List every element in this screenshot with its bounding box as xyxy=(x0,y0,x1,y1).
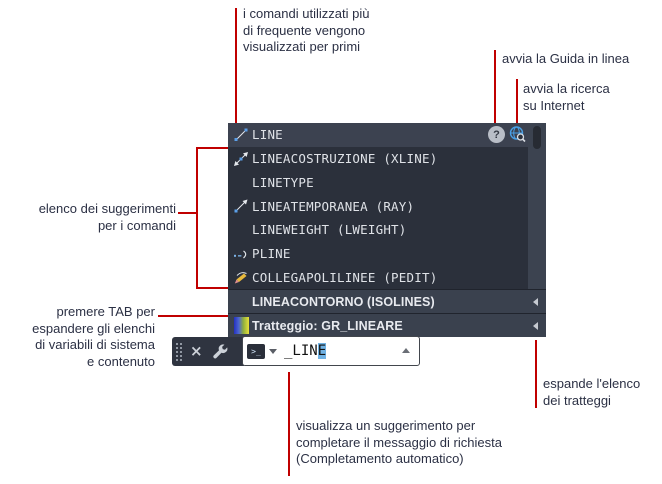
suggestion-label: PLINE xyxy=(252,246,291,262)
help-icon[interactable]: ? xyxy=(488,126,505,143)
polyline-icon xyxy=(231,246,251,262)
suggestion-label: LINETYPE xyxy=(252,174,314,190)
expandable-row-hatch[interactable]: Tratteggio: GR_LINEARE xyxy=(228,313,546,337)
internet-search-icon[interactable] xyxy=(508,125,527,144)
expandable-row-isolines[interactable]: LINEACONTORNO (ISOLINES) xyxy=(228,289,546,314)
command-line-toolbar: × xyxy=(172,337,244,366)
connector-bracket-vertical xyxy=(196,147,198,289)
connector-bracket-tick xyxy=(178,212,198,214)
suggestion-label: LINE xyxy=(252,127,283,143)
annotation-suggestion-list: elenco dei suggerimenti per i comandi xyxy=(38,201,176,233)
annotation-internet-search: avvia la ricerca su Internet xyxy=(523,81,610,113)
annotation-frequent-commands: i comandi utilizzati più di frequente ve… xyxy=(243,6,370,54)
suggestion-label: LINEWEIGHT (LWEIGHT) xyxy=(252,222,407,238)
wrench-icon[interactable] xyxy=(212,343,229,360)
suggestion-label: LINEATEMPORANEA (RAY) xyxy=(252,198,415,214)
recent-commands-caret-icon[interactable] xyxy=(269,348,277,354)
drag-grip-handle[interactable] xyxy=(175,341,182,362)
connector-bracket-bottom xyxy=(196,287,228,289)
typed-text: _LIN xyxy=(284,343,318,359)
connector-autocomplete xyxy=(288,372,290,476)
construction-line-icon xyxy=(231,151,251,167)
suggestion-row-lineweight[interactable]: LINEWEIGHT (LWEIGHT) xyxy=(228,218,546,242)
annotation-press-tab: premere TAB per espandere gli elenchi di… xyxy=(32,304,155,369)
scrollbar-track[interactable] xyxy=(528,123,546,289)
connector-frequent-commands xyxy=(235,8,237,123)
autocomplete-suggestion-panel: LINE ? LINEACO xyxy=(228,123,546,337)
suggestion-label: LINEACOSTRUZIONE (XLINE) xyxy=(252,151,438,167)
connector-bracket-top xyxy=(196,147,228,149)
hatch-swatch-icon xyxy=(231,317,251,334)
ray-icon xyxy=(231,198,251,214)
suggestion-label: COLLEGAPOLILINEE (PEDIT) xyxy=(252,269,438,285)
suggestion-row-line[interactable]: LINE ? xyxy=(228,123,546,147)
expand-left-arrow-icon[interactable] xyxy=(533,321,538,330)
scrollbar-thumb[interactable] xyxy=(533,126,541,149)
suggestion-row-pedit[interactable]: COLLEGAPOLILINEE (PEDIT) xyxy=(228,266,546,290)
polyline-edit-icon xyxy=(231,269,251,285)
command-prompt-icon[interactable]: >_ xyxy=(247,343,265,359)
connector-expand-hatch xyxy=(535,340,537,408)
annotation-expand-hatch: espande l'elenco dei tratteggi xyxy=(543,376,641,408)
annotation-autocomplete: visualizza un suggerimento per completar… xyxy=(296,418,502,466)
connector-press-tab xyxy=(158,315,228,317)
suggestion-row-ray[interactable]: LINEATEMPORANEA (RAY) xyxy=(228,194,546,218)
suggestion-row-pline[interactable]: PLINE xyxy=(228,242,546,266)
suggestion-row-linetype[interactable]: LINETYPE xyxy=(228,171,546,195)
autocomplete-suggested-char: E xyxy=(317,343,327,359)
connector-online-help xyxy=(494,50,496,123)
close-icon[interactable]: × xyxy=(190,342,203,360)
suggestion-row-xline[interactable]: LINEACOSTRUZIONE (XLINE) xyxy=(228,147,546,171)
line-icon xyxy=(231,127,251,143)
expandable-label: Tratteggio: GR_LINEARE xyxy=(252,318,403,333)
expandable-label: LINEACONTORNO (ISOLINES) xyxy=(252,294,435,309)
expand-left-arrow-icon[interactable] xyxy=(533,297,538,306)
collapse-caret-icon[interactable] xyxy=(402,348,410,353)
annotation-online-help: avvia la Guida in linea xyxy=(502,51,630,66)
connector-internet-search xyxy=(516,79,518,123)
